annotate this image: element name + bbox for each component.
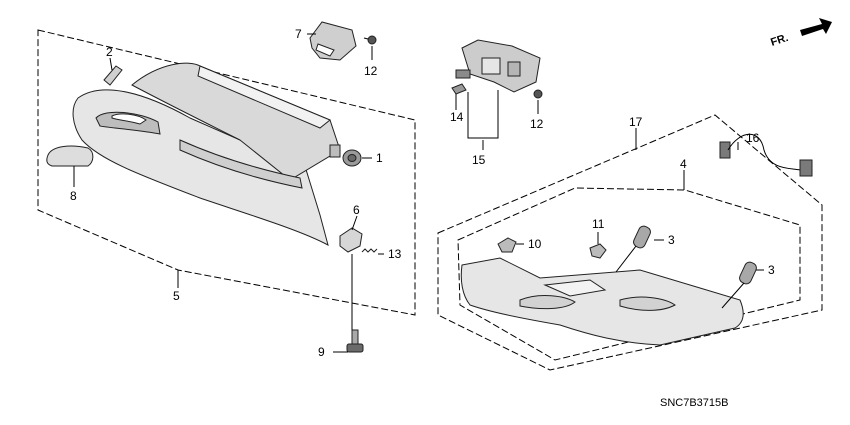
callout-10: 10 bbox=[528, 237, 542, 251]
callout-bracket-15 bbox=[467, 90, 499, 139]
spring-part-13 bbox=[361, 248, 378, 253]
lower-cover-inner-frame bbox=[457, 187, 801, 361]
callout-17: 17 bbox=[629, 115, 643, 129]
callout-3-lower: 3 bbox=[768, 263, 775, 277]
callout-3-upper: 3 bbox=[668, 233, 675, 247]
callout-4: 4 bbox=[680, 157, 687, 171]
callout-15: 15 bbox=[472, 153, 486, 167]
glovebox-body bbox=[72, 62, 341, 246]
front-direction-label: FR. bbox=[769, 32, 790, 49]
callout-14: 14 bbox=[450, 110, 464, 124]
callout-12-lower: 12 bbox=[530, 117, 544, 131]
callout-2: 2 bbox=[106, 45, 113, 59]
front-direction-arrow bbox=[800, 18, 832, 36]
callout-8: 8 bbox=[70, 189, 77, 203]
clip-part-14 bbox=[451, 83, 467, 95]
clip-part-11 bbox=[589, 243, 607, 259]
callout-13: 13 bbox=[388, 247, 402, 261]
bolt-part-9 bbox=[346, 329, 364, 353]
callout-7: 7 bbox=[295, 27, 302, 41]
glovebox-assembly-frame bbox=[37, 29, 416, 316]
latch-handle-part-8 bbox=[46, 145, 94, 167]
callout-12-upper: 12 bbox=[364, 64, 378, 78]
callout-6: 6 bbox=[353, 203, 360, 217]
screw-part-12-lower bbox=[533, 89, 543, 99]
lower-cover-panel bbox=[460, 257, 744, 346]
hinge-bracket-part-6 bbox=[339, 227, 363, 253]
damper-part-1 bbox=[329, 144, 362, 167]
harness-part-16 bbox=[719, 133, 813, 177]
screw-part-12-upper bbox=[363, 35, 377, 45]
diagram-part-code: SNC7B3715B bbox=[660, 397, 729, 409]
clip-part-2 bbox=[103, 65, 123, 86]
callout-9: 9 bbox=[318, 345, 325, 359]
callout-1: 1 bbox=[376, 151, 383, 165]
clip-part-10 bbox=[497, 237, 517, 253]
lock-assembly bbox=[455, 39, 541, 93]
leader-lines bbox=[73, 33, 764, 353]
callout-5: 5 bbox=[173, 289, 180, 303]
light-part-3-upper bbox=[615, 225, 651, 273]
lower-cover-assembly-frame bbox=[437, 114, 823, 371]
callout-11: 11 bbox=[592, 217, 605, 231]
bracket-part-7 bbox=[309, 21, 357, 61]
callout-16: 16 bbox=[746, 131, 760, 145]
light-part-3-lower bbox=[721, 261, 757, 309]
